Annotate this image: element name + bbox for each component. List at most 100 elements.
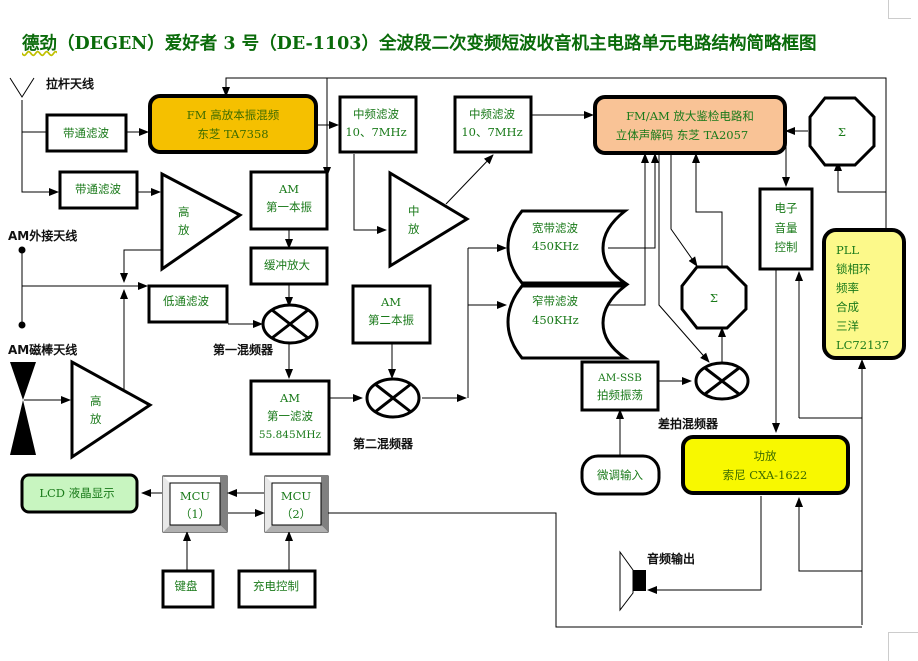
fm-frontend-block: FM 高放本振混频 东芝 TA7358 bbox=[148, 94, 318, 154]
sigma-mid-icon: Σ bbox=[710, 291, 718, 305]
fm-frontend-line2: 东芝 TA7358 bbox=[197, 127, 268, 141]
wire-if1-to-ifamp bbox=[353, 154, 387, 234]
detector-block: FM/AM 放大鉴检电路和 立体声解码 东芝 TA2057 bbox=[593, 95, 787, 155]
mcu1-line2: （1） bbox=[180, 507, 210, 521]
pll-line5: 三洋 bbox=[836, 319, 859, 333]
lcd-block: LCD 液晶显示 bbox=[20, 473, 139, 514]
bpf2-label: 带通滤波 bbox=[75, 182, 121, 196]
wire-pll-to-sigma bbox=[834, 161, 886, 193]
wire-top-feedback bbox=[222, 77, 887, 237]
if-amp-line2: 放 bbox=[408, 222, 420, 236]
speaker-icon bbox=[619, 550, 646, 612]
sigma-top-icon: Σ bbox=[838, 125, 846, 139]
charge-control-label: 充电控制 bbox=[253, 579, 299, 593]
power-amp-line1: 功放 bbox=[754, 449, 777, 463]
detector-line1: FM/AM 放大鉴检电路和 bbox=[626, 109, 754, 123]
power-amp-line2: 索尼 CXA-1622 bbox=[723, 468, 808, 482]
if-filter2-block: 中频滤波 10、7MHz bbox=[453, 95, 533, 154]
title-brand: 德劲 bbox=[22, 34, 57, 54]
lpf-label: 低通滤波 bbox=[163, 294, 209, 308]
pll-line4: 合成 bbox=[836, 300, 859, 314]
if-filter2-line2: 10、7MHz bbox=[461, 125, 522, 139]
if-amp-line1: 中 bbox=[408, 204, 420, 218]
bpf1-label: 带通滤波 bbox=[63, 126, 109, 140]
diagram-title: 德劲（DEGEN）爱好者 3 号（DE-1103）全波段二次变频短波收音机主电路… bbox=[22, 30, 816, 55]
am-ext-terminal-bottom-icon bbox=[18, 321, 26, 329]
rod-antenna-caption: 拉杆天线 bbox=[46, 76, 94, 91]
wire-amp-to-speaker bbox=[647, 496, 762, 594]
wire-ifamp-to-if2 bbox=[445, 154, 494, 205]
first-mixer-caption: 第一混频器 bbox=[213, 342, 274, 357]
pll-line6: LC72137 bbox=[836, 338, 889, 352]
am-bar-antenna-caption: AM磁棒天线 bbox=[8, 342, 77, 357]
am-ext-terminal-top-icon bbox=[18, 246, 26, 254]
power-amp-block: 功放 索尼 CXA-1622 bbox=[681, 435, 850, 495]
volume-line1: 电子 bbox=[775, 201, 798, 215]
page-corner-mark-bottom bbox=[888, 632, 918, 661]
am-filter1-line2: 第一滤波 bbox=[267, 409, 313, 423]
if-filter1-line2: 10、7MHz bbox=[345, 125, 406, 139]
mcu2-line2: （2） bbox=[281, 507, 311, 521]
second-mixer-caption: 第二混频器 bbox=[353, 436, 414, 451]
title-text: （DEGEN）爱好者 3 号（DE-1103）全波段二次变频短波收音机主电路单元… bbox=[57, 34, 817, 54]
wire-rfamp-sw-to-junction bbox=[120, 249, 162, 283]
pll-line1: PLL bbox=[836, 243, 859, 257]
am-filter1-line1: AM bbox=[279, 391, 300, 405]
volume-block: 电子 音量 控制 bbox=[758, 187, 814, 271]
wire-narrow-to-detector bbox=[608, 153, 649, 306]
mcu2-block: MCU （2） bbox=[264, 475, 329, 533]
charge-control-block: 充电控制 bbox=[237, 569, 317, 609]
fine-tune-block: 微调输入 bbox=[580, 454, 661, 496]
volume-line2: 音量 bbox=[775, 221, 798, 235]
volume-line3: 控制 bbox=[775, 240, 798, 254]
rf-amp-mw-block: 高 放 bbox=[70, 359, 153, 460]
mixer2-icon bbox=[365, 377, 421, 419]
sigma-mid-block: Σ bbox=[680, 265, 748, 330]
wide-filter-block: 宽带滤波 450KHz bbox=[506, 209, 630, 285]
bpf1-block: 带通滤波 bbox=[45, 113, 128, 153]
wire-detector-to-sigma bbox=[670, 154, 698, 267]
wire-wide-to-detector bbox=[608, 153, 659, 249]
buffer-amp-block: 缓冲放大 bbox=[249, 246, 329, 286]
buffer-amp-label: 缓冲放大 bbox=[264, 258, 310, 272]
am-ext-antenna-caption: AM外接天线 bbox=[8, 228, 77, 243]
lpf-block: 低通滤波 bbox=[147, 284, 229, 324]
am-lo2-line1: AM bbox=[380, 295, 401, 309]
sigma-top-block: Σ bbox=[808, 96, 876, 167]
am-filter1-block: AM 第一滤波 55.845MHz bbox=[249, 379, 331, 456]
rf-amp-sw-line1: 高 bbox=[178, 205, 190, 219]
mcu1-block: MCU （1） bbox=[162, 475, 228, 533]
fine-tune-label: 微调输入 bbox=[597, 468, 643, 482]
wire-mcu2-to-bus bbox=[328, 512, 862, 628]
pll-block: PLL 锁相环 频率 合成 三洋 LC72137 bbox=[822, 228, 906, 360]
bfo-block: AM-SSB 拍频振荡 bbox=[580, 360, 660, 412]
am-lo1-line1: AM bbox=[278, 182, 299, 196]
rf-amp-sw-line2: 放 bbox=[178, 223, 190, 237]
am-lo2-line2: 第二本振 bbox=[368, 313, 414, 327]
if-filter1-block: 中频滤波 10、7MHz bbox=[338, 95, 418, 154]
narrow-filter-line2: 450KHz bbox=[532, 313, 579, 327]
bpf2-block: 带通滤波 bbox=[58, 170, 139, 210]
narrow-filter-line1: 窄带滤波 bbox=[532, 294, 578, 308]
audio-out-caption: 音频输出 bbox=[647, 551, 695, 566]
wire-loop-to-amp bbox=[795, 497, 862, 572]
am-lo1-line2: 第一本振 bbox=[266, 200, 312, 214]
page-corner-mark bbox=[888, 0, 911, 19]
pll-line3: 频率 bbox=[836, 281, 859, 295]
lcd-label: LCD 液晶显示 bbox=[39, 486, 114, 500]
mixer1-icon bbox=[261, 303, 319, 345]
if-filter1-line1: 中频滤波 bbox=[353, 107, 399, 121]
wire-detector-to-beat bbox=[658, 154, 710, 363]
mcu1-line1: MCU bbox=[180, 489, 211, 503]
bfo-line1: AM-SSB bbox=[597, 372, 642, 384]
keyboard-label: 键盘 bbox=[175, 579, 198, 593]
ferrite-bar-antenna-icon bbox=[10, 362, 36, 455]
rf-amp-mw-line1: 高 bbox=[90, 394, 102, 408]
wide-filter-line2: 450KHz bbox=[532, 239, 579, 253]
pll-line2: 锁相环 bbox=[836, 262, 871, 276]
am-lo2-block: AM 第二本振 bbox=[351, 284, 432, 345]
wire-rod-antenna-trunk bbox=[21, 100, 59, 196]
beat-mixer-caption: 差拍混频器 bbox=[657, 416, 719, 431]
rf-amp-mw-line2: 放 bbox=[90, 412, 102, 426]
